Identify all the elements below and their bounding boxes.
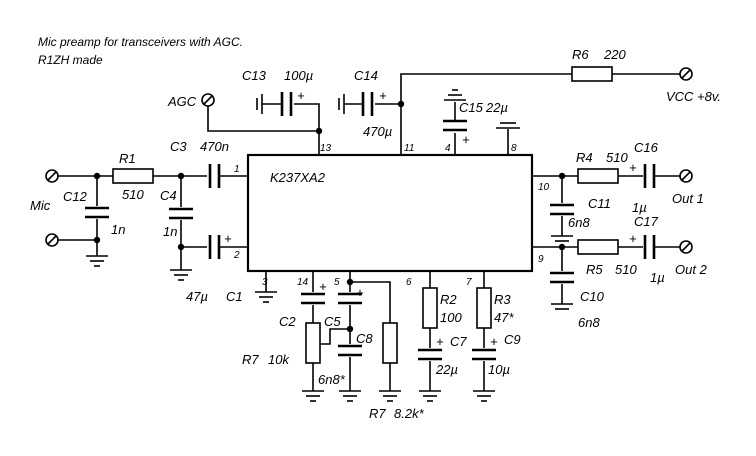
r1-value: 510 — [122, 187, 144, 202]
pin6-network — [418, 271, 442, 402]
pin-14: 14 — [297, 277, 309, 288]
c1-value: 47µ — [186, 289, 208, 304]
c17-plus: + — [629, 231, 637, 246]
c9-ref: C9 — [504, 332, 521, 347]
agc-terminal-label: AGC — [167, 94, 197, 109]
pin-11: 11 — [404, 143, 414, 154]
ic-name: K237XA2 — [270, 170, 326, 185]
r4-ref: R4 — [576, 150, 593, 165]
c11-ref: C11 — [588, 196, 611, 211]
pin-4: 4 — [445, 143, 451, 154]
c7-ref: C7 — [450, 334, 467, 349]
c16-value: 1µ — [632, 200, 647, 215]
c15-capacitor — [443, 89, 467, 155]
title-line-2: R1ZH made — [38, 53, 103, 67]
vcc-terminal-label: VCC +8v. — [666, 89, 721, 104]
agc-line — [201, 93, 323, 135]
mic-terminal-label: Mic — [30, 198, 51, 213]
pin-13: 13 — [320, 143, 332, 154]
pin-6: 6 — [406, 277, 412, 288]
r2-ref: R2 — [440, 292, 457, 307]
c14-value: 470µ — [363, 124, 392, 139]
r4-value: 510 — [606, 150, 628, 165]
out2-terminal-label: Out 2 — [675, 262, 708, 277]
pin5-network — [320, 271, 401, 402]
c17-ref: C17 — [634, 214, 659, 229]
c4-c1-network — [169, 176, 248, 281]
pin-8: 8 — [511, 143, 517, 154]
c10-value: 6n8 — [578, 315, 600, 330]
c8-ref: C8 — [356, 331, 373, 346]
c5-ref: C5 — [324, 314, 341, 329]
pin-10: 10 — [538, 182, 550, 193]
c12-ref: C12 — [63, 189, 88, 204]
r6-ref: R6 — [572, 47, 589, 62]
c14-ref: C14 — [354, 68, 378, 83]
r2-value: 100 — [440, 310, 462, 325]
r5-ref: R5 — [586, 262, 603, 277]
c12-value: 1n — [111, 222, 125, 237]
pin-7: 7 — [466, 277, 472, 288]
c4-ref: C4 — [160, 188, 177, 203]
c3-value: 470n — [200, 139, 229, 154]
c2-ref: C2 — [279, 314, 296, 329]
pin-1: 1 — [234, 164, 240, 175]
out2-network — [532, 235, 693, 310]
title-line-1: Mic preamp for transceivers with AGC. — [38, 35, 243, 49]
c2-network — [301, 271, 325, 402]
c11-value: 6n8 — [568, 215, 590, 230]
c15-plus: + — [462, 132, 470, 147]
pin-9: 9 — [538, 254, 544, 265]
out1-terminal-label: Out 1 — [672, 191, 704, 206]
c3-capacitor — [208, 164, 248, 188]
c1-plus: + — [224, 231, 232, 246]
pin-2: 2 — [233, 250, 240, 261]
r7b-ref: R7 — [369, 406, 386, 421]
c4-value: 1n — [163, 224, 177, 239]
pin8-ground — [496, 122, 520, 155]
c15-ref: C15 — [459, 100, 484, 115]
c1-ref: C1 — [226, 289, 243, 304]
c14-plus: + — [379, 88, 387, 103]
r6-value: 220 — [603, 47, 626, 62]
c15-value: 22µ — [485, 100, 508, 115]
pin-3: 3 — [262, 277, 268, 288]
r3-value: 47* — [494, 310, 514, 325]
c16-plus: + — [629, 160, 637, 175]
out1-network — [532, 164, 693, 242]
r7a-ref: R7 — [242, 352, 259, 367]
c13-value: 100µ — [284, 68, 313, 83]
c5-plus: + — [356, 285, 364, 300]
pin7-network — [472, 271, 496, 402]
r7b-value: 8.2k* — [394, 406, 425, 421]
r7a-value: 10k — [268, 352, 290, 367]
c7-plus: + — [436, 334, 444, 349]
c8-value: 6n8* — [318, 372, 346, 387]
c13-capacitor — [256, 92, 320, 155]
c17-value: 1µ — [650, 270, 665, 285]
pin-5: 5 — [334, 277, 340, 288]
c7-value: 22µ — [435, 362, 458, 377]
r1-ref: R1 — [119, 151, 136, 166]
ic-body — [246, 153, 534, 273]
r3-ref: R3 — [494, 292, 511, 307]
c2-plus: + — [319, 279, 327, 294]
c13-ref: C13 — [242, 68, 267, 83]
c9-value: 10µ — [488, 362, 510, 377]
c13-plus: + — [297, 88, 305, 103]
c14-capacitor — [338, 92, 401, 116]
c10-ref: C10 — [580, 289, 605, 304]
pin3-ground — [255, 271, 277, 303]
c3-ref: C3 — [170, 139, 187, 154]
c9-plus: + — [490, 334, 498, 349]
mic-input-network — [45, 168, 207, 267]
c16-ref: C16 — [634, 140, 659, 155]
r5-value: 510 — [615, 262, 637, 277]
